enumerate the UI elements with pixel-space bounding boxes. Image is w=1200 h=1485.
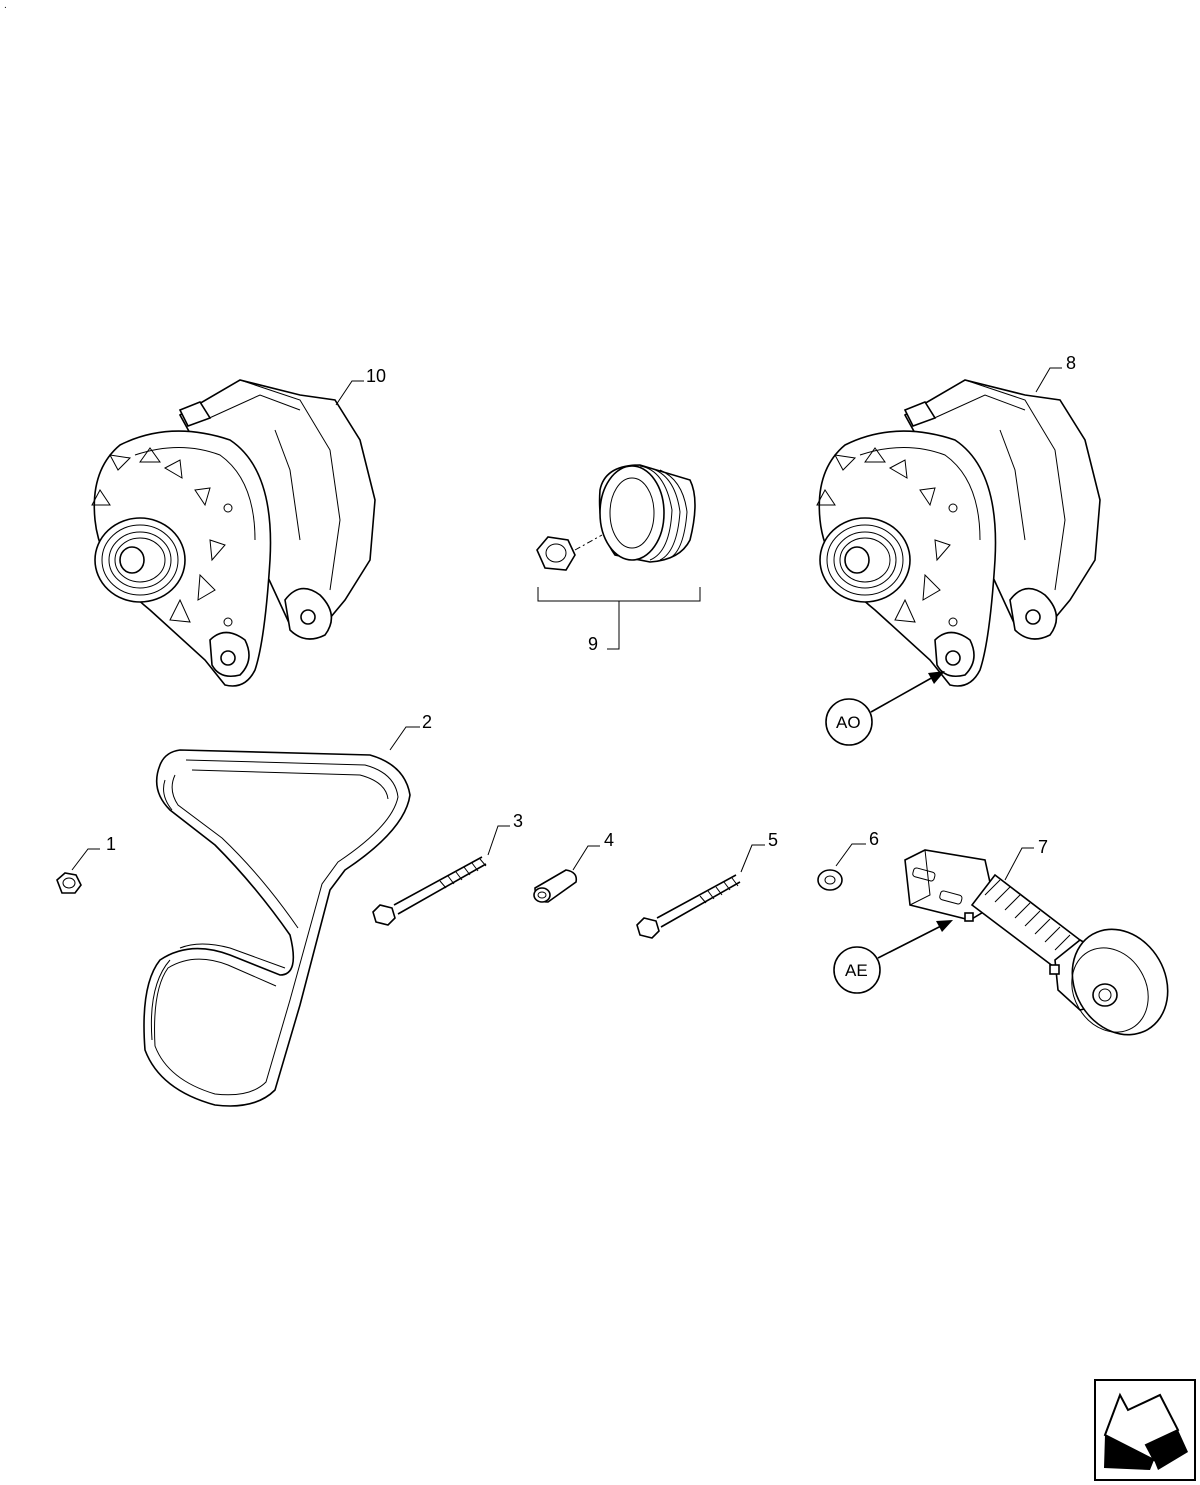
alternator-right: [816, 379, 1101, 687]
callout-3: 3: [513, 811, 523, 831]
bolt-medium: [636, 874, 741, 939]
reference-ae: AE: [845, 961, 868, 980]
drive-belt: [143, 749, 411, 1107]
arrow-back-icon[interactable]: [1094, 1379, 1196, 1481]
bolt-long: [372, 856, 487, 926]
alternator-left: [91, 379, 376, 687]
flange-nut: [56, 872, 82, 894]
callout-2: 2: [422, 712, 432, 732]
belt-tensioner: [904, 849, 1169, 1036]
callout-1: 1: [106, 834, 116, 854]
callout-6: 6: [869, 829, 879, 849]
callout-5: 5: [768, 830, 778, 850]
callout-7: 7: [1038, 837, 1048, 857]
callout-9: 9: [588, 634, 598, 654]
corner-mark: .: [4, 0, 7, 11]
pulley-kit: [536, 464, 701, 650]
spacer-sleeve: [533, 869, 578, 903]
callout-4: 4: [604, 830, 614, 850]
reference-ao: AO: [836, 713, 861, 732]
callout-10: 10: [366, 366, 386, 386]
callout-8: 8: [1066, 353, 1076, 373]
washer: [817, 869, 843, 891]
